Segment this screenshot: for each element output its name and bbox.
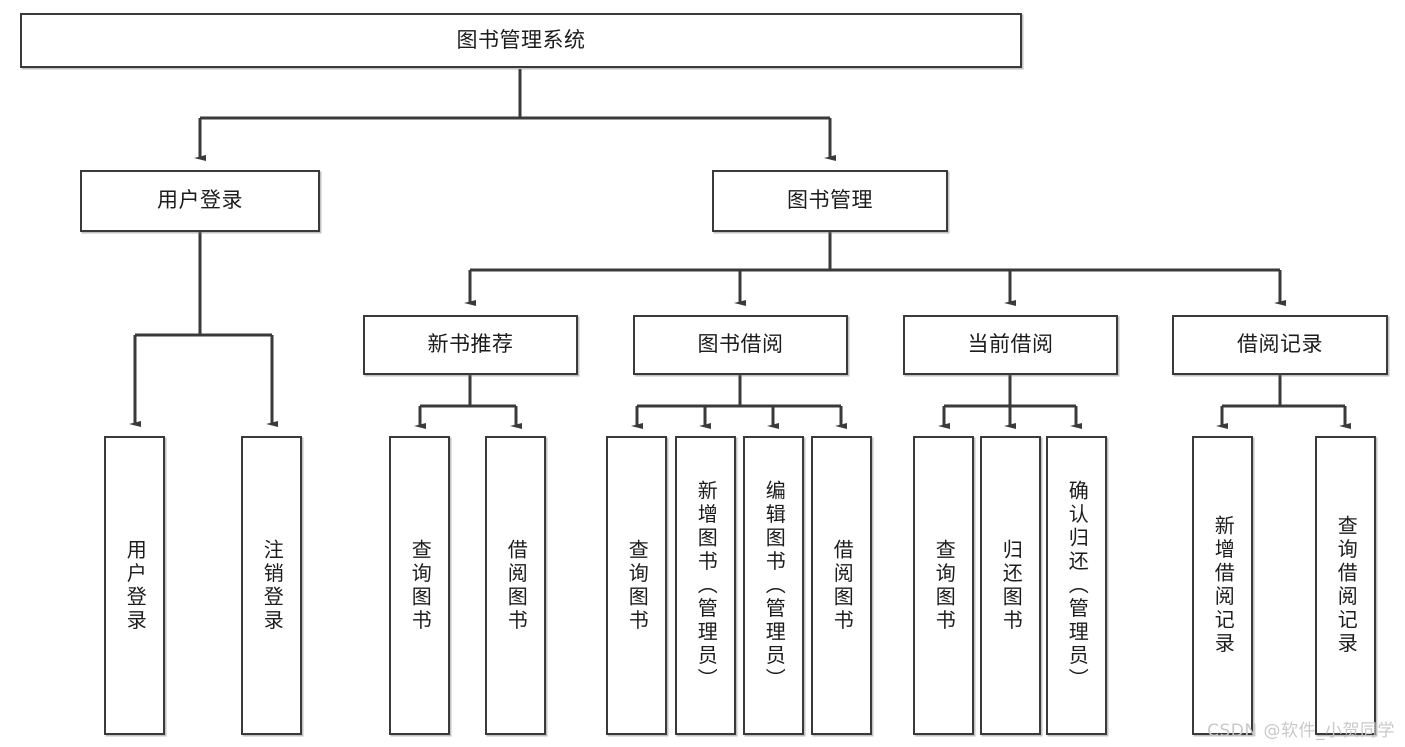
node-leaf-user-logout[interactable]: 注销登录 bbox=[241, 436, 302, 735]
node-leaf-add-record-label: 新增借阅记录 bbox=[1211, 515, 1236, 656]
watermark: CSDN @软件_小贺同学 bbox=[1207, 721, 1395, 741]
node-root[interactable]: 图书管理系统 bbox=[20, 13, 1022, 68]
node-leaf-confirm-return-label: 确认归还（管理员） bbox=[1065, 479, 1090, 692]
node-user-login[interactable]: 用户登录 bbox=[80, 170, 320, 232]
node-leaf-user-login[interactable]: 用户登录 bbox=[104, 436, 165, 735]
node-leaf-borrow-book-2[interactable]: 借阅图书 bbox=[811, 436, 872, 735]
node-new-book-rec[interactable]: 新书推荐 bbox=[363, 315, 578, 375]
node-leaf-return-book[interactable]: 归还图书 bbox=[980, 436, 1041, 735]
node-leaf-query-book-3[interactable]: 查询图书 bbox=[913, 436, 974, 735]
node-leaf-user-logout-label: 注销登录 bbox=[260, 538, 285, 633]
node-leaf-query-book-3-label: 查询图书 bbox=[932, 538, 957, 633]
node-current-borrow[interactable]: 当前借阅 bbox=[903, 315, 1118, 375]
node-leaf-add-record[interactable]: 新增借阅记录 bbox=[1192, 436, 1253, 735]
node-new-book-rec-label: 新书推荐 bbox=[427, 332, 514, 357]
node-book-borrow-label: 图书借阅 bbox=[697, 332, 784, 357]
node-leaf-borrow-book-1-label: 借阅图书 bbox=[504, 538, 529, 633]
node-leaf-borrow-book-2-label: 借阅图书 bbox=[830, 538, 855, 633]
node-leaf-query-record-label: 查询借阅记录 bbox=[1334, 515, 1359, 656]
node-current-borrow-label: 当前借阅 bbox=[967, 332, 1054, 357]
node-leaf-query-book-1-label: 查询图书 bbox=[408, 538, 433, 633]
node-leaf-user-login-label: 用户登录 bbox=[123, 538, 148, 633]
node-book-manage-label: 图书管理 bbox=[787, 188, 873, 213]
node-book-borrow[interactable]: 图书借阅 bbox=[633, 315, 848, 375]
node-leaf-add-book[interactable]: 新增图书（管理员） bbox=[675, 436, 736, 735]
node-book-manage[interactable]: 图书管理 bbox=[712, 170, 948, 232]
node-leaf-edit-book-label: 编辑图书（管理员） bbox=[762, 479, 787, 692]
node-leaf-return-book-label: 归还图书 bbox=[999, 538, 1024, 633]
node-leaf-query-book-2-label: 查询图书 bbox=[625, 538, 650, 633]
node-user-login-label: 用户登录 bbox=[157, 188, 243, 213]
node-leaf-query-book-1[interactable]: 查询图书 bbox=[389, 436, 450, 735]
node-root-label: 图书管理系统 bbox=[456, 27, 586, 52]
node-leaf-query-record[interactable]: 查询借阅记录 bbox=[1315, 436, 1376, 735]
node-leaf-query-book-2[interactable]: 查询图书 bbox=[606, 436, 667, 735]
node-leaf-confirm-return[interactable]: 确认归还（管理员） bbox=[1046, 436, 1107, 735]
node-borrow-record-label: 借阅记录 bbox=[1237, 332, 1323, 357]
node-leaf-edit-book[interactable]: 编辑图书（管理员） bbox=[743, 436, 804, 735]
node-leaf-borrow-book-1[interactable]: 借阅图书 bbox=[485, 436, 546, 735]
node-borrow-record[interactable]: 借阅记录 bbox=[1172, 315, 1388, 375]
node-leaf-add-book-label: 新增图书（管理员） bbox=[694, 479, 719, 692]
